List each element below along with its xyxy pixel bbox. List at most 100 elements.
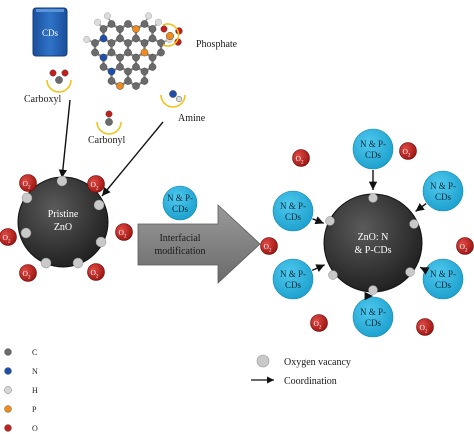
hydrogen-atom	[145, 12, 152, 20]
oxygen-vacancy	[56, 175, 68, 187]
o2-subscript: 2	[96, 187, 99, 192]
o2-label: O2	[403, 147, 411, 159]
carbon-atom	[91, 39, 99, 47]
oxygen-atom	[160, 25, 168, 33]
coordination-arrow	[58, 99, 71, 179]
carbon-atom	[132, 63, 140, 71]
o2-label: O2	[23, 269, 31, 281]
o2-molecule: O2	[292, 149, 310, 167]
cd-coordination-arrows	[311, 170, 430, 275]
o2-subscript: 2	[28, 276, 31, 281]
o2-subscript: 2	[408, 154, 411, 159]
atom-legend-swatch	[4, 348, 12, 356]
atom-legend-swatch	[4, 405, 12, 413]
carbon-atom	[132, 82, 140, 90]
carbon-atom	[91, 48, 99, 57]
atom-legend-label: O	[32, 424, 38, 433]
phosphate-label: Phosphate	[196, 39, 238, 50]
carbon-atom	[99, 25, 108, 33]
phosphorus-atom	[140, 48, 149, 57]
cd-label-line1: N & P-	[167, 193, 193, 203]
o2-molecule: O2	[456, 237, 474, 255]
o2-subscript: 2	[96, 275, 99, 280]
pristine-line2: ZnO	[54, 222, 72, 233]
amine-label: Amine	[178, 113, 206, 124]
atom-legend-swatch	[4, 367, 12, 375]
oxygen-vacancy	[20, 227, 32, 239]
carbon-atom	[124, 77, 132, 85]
pristine-zno: Pristine ZnO	[17, 175, 109, 269]
o2-molecule: O2	[0, 228, 17, 246]
pristine-line1: Pristine	[48, 209, 79, 220]
carbon-atom	[148, 34, 157, 43]
vacancy-legend-icon	[256, 354, 270, 368]
np-cd-dot: N & P-CDs	[422, 170, 464, 212]
o2-molecule: O2	[19, 174, 37, 192]
o2-molecule: O2	[416, 318, 434, 336]
o2-subscript: 2	[28, 186, 31, 191]
atom-legend-label: P	[32, 405, 37, 414]
legend-coordination: Coordination	[284, 376, 337, 387]
np-cd-dot: N & P-CDs	[272, 258, 314, 300]
arrow-line2: modification	[154, 246, 205, 257]
carbon-atom	[99, 63, 108, 71]
oxygen-vacancy	[95, 236, 107, 248]
atom-legend-label: N	[32, 367, 38, 376]
cd-label-line2: CDs	[172, 204, 189, 214]
oxygen-vacancy	[325, 216, 335, 226]
o2-molecule: O2	[87, 175, 105, 193]
phosphorus-atom	[116, 82, 124, 90]
carbon-atom	[55, 76, 63, 84]
coordination-arrow	[419, 266, 430, 275]
o2-label: O2	[460, 242, 468, 254]
np-cd-dot: N & P-CDs	[422, 258, 464, 300]
carbon-atom	[140, 39, 149, 47]
functional-group-arcs	[46, 23, 186, 135]
oxygen-atom	[105, 110, 113, 118]
o2-subscript: 2	[425, 330, 428, 335]
cd-label-line1: N & P-	[360, 139, 386, 149]
carbon-atom	[107, 39, 116, 47]
o2-molecule: O2	[87, 263, 105, 281]
o2-molecule: O2	[19, 264, 37, 282]
hydrogen-atom	[104, 12, 111, 20]
np-cd-dot: N & P-CDs	[352, 296, 394, 338]
o2-subscript: 2	[465, 249, 468, 254]
carbon-atom	[116, 53, 124, 62]
phosphorus-atom	[132, 25, 140, 33]
o2-label: O2	[23, 179, 31, 191]
o2-label: O2	[119, 228, 127, 240]
carbon-atom	[107, 77, 116, 85]
o2-subscript: 2	[319, 326, 322, 331]
carbon-atom	[116, 63, 124, 71]
arrow-line1: Interfacial	[159, 233, 200, 244]
oxygen-vacancy	[409, 219, 419, 229]
cd-label-line1: N & P-	[430, 269, 456, 279]
modified-line1: ZnO: N	[358, 232, 389, 243]
carbon-atom	[148, 53, 157, 62]
nitrogen-atom	[99, 34, 108, 43]
oxygen-vacancy	[368, 285, 378, 295]
carbon-atom	[148, 63, 157, 71]
oxygen-vacancy	[328, 270, 338, 280]
cd-label-line1: N & P-	[280, 201, 306, 211]
carbon-atom	[132, 34, 140, 43]
np-cd-dot: N & P-CDs	[352, 128, 394, 170]
cd-label-line2: CDs	[435, 192, 452, 202]
hydrogen-atom	[175, 95, 182, 102]
modified-line2: & P-CDs	[355, 245, 392, 256]
carbon-atom	[124, 39, 132, 47]
legend-right: Oxygen vacancy Coordination	[251, 354, 351, 387]
atom-legend-swatch	[4, 386, 12, 394]
coordination-arrow	[415, 202, 427, 212]
process-arrow: Interfacial modification	[137, 204, 261, 284]
o2-subscript: 2	[124, 235, 127, 240]
carbon-atom	[107, 20, 116, 28]
o2-molecule: O2	[310, 314, 328, 332]
carbon-atom	[116, 34, 124, 43]
hydrogen-atom	[83, 36, 91, 43]
o2-label: O2	[3, 233, 11, 245]
o2-molecule: O2	[399, 142, 417, 160]
